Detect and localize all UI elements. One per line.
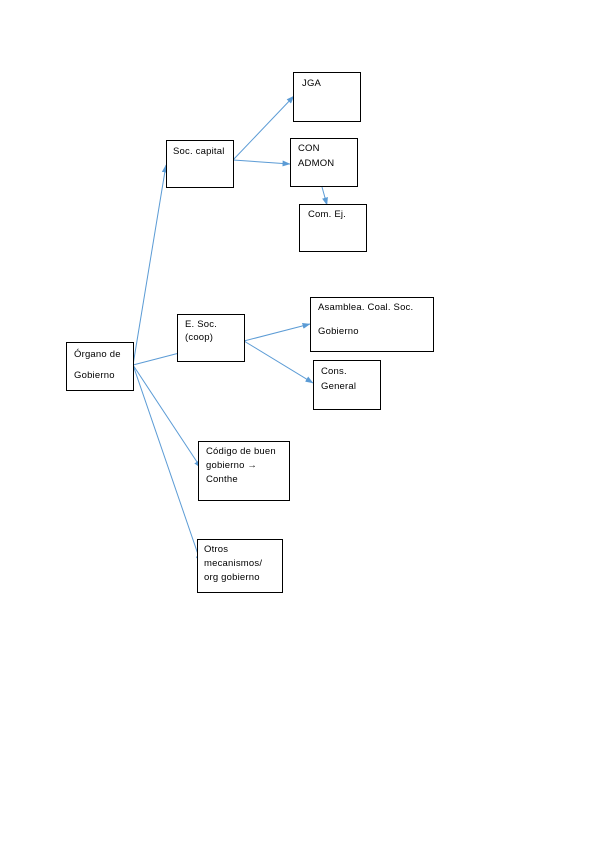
arrow-e-soc-to-cons-general — [243, 340, 314, 384]
arrow-root-to-soc-capital — [132, 164, 168, 366]
node-label-line: Gobierno — [318, 326, 359, 337]
node-com-ej: Com. Ej. — [299, 204, 367, 252]
node-label-line: (coop) — [185, 332, 214, 343]
node-jga: JGA — [293, 72, 361, 122]
node-soc-capital: Soc. capital — [166, 140, 234, 188]
arrow-soc-capital-to-jga — [232, 95, 295, 161]
node-label-line: ADMON — [298, 158, 335, 169]
node-label-line: Asamblea. Coal. Soc. — [318, 302, 414, 313]
node-e-soc-coop: E. Soc. (coop) — [177, 314, 245, 362]
arrow-root-to-otros — [132, 364, 202, 564]
node-label-line: gobierno → — [206, 460, 258, 471]
node-otros-mecanismos: Otros mecanismos/ org gobierno — [197, 539, 283, 593]
node-label-line: Código de buen — [206, 446, 276, 457]
node-organo-de-gobierno: Órgano de Gobierno — [66, 342, 134, 391]
node-label-line: Órgano de — [74, 349, 121, 360]
node-label-line: mecanismos/ — [204, 558, 263, 569]
arrow-root-to-codigo — [132, 364, 202, 469]
node-label: Com. Ej. — [308, 209, 347, 220]
node-cons-general: Cons. General — [313, 360, 381, 410]
node-label-line: Gobierno — [74, 370, 115, 381]
node-con-admon: CON ADMON — [290, 138, 358, 187]
node-label-line: Conthe — [206, 474, 238, 485]
node-codigo-buen-gobierno: Código de buen gobierno → Conthe — [198, 441, 290, 501]
arrow-soc-capital-to-con-admon — [232, 159, 291, 167]
node-label-line: Cons. — [321, 366, 347, 377]
node-label: Soc. capital — [173, 146, 225, 157]
node-label-line: org gobierno — [204, 572, 260, 583]
node-label-line: E. Soc. — [185, 319, 218, 330]
node-asamblea: Asamblea. Coal. Soc. Gobierno — [310, 297, 434, 352]
node-label-line: CON — [298, 143, 320, 154]
node-label: JGA — [302, 78, 322, 89]
node-label-line: Otros — [204, 544, 229, 555]
arrow-e-soc-to-asamblea — [243, 322, 311, 342]
arrow-con-admon-to-com-ej — [321, 186, 328, 206]
node-label-line: General — [321, 381, 357, 392]
